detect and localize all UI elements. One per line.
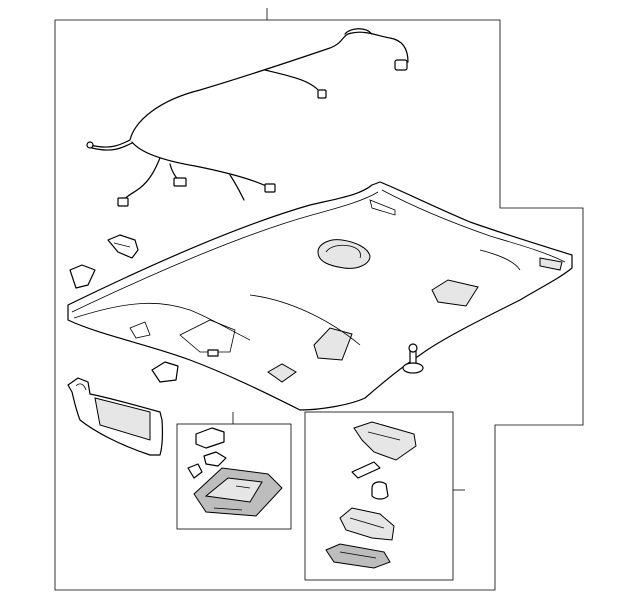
dome-lamp-assembly	[187, 427, 283, 517]
wiring-harness	[86, 28, 409, 207]
sun-visor	[67, 377, 163, 456]
main-frame	[54, 19, 584, 591]
push-pin-fastener	[402, 343, 424, 374]
dome-lamp-box	[176, 423, 292, 530]
console-assembly	[325, 421, 417, 569]
console-box	[304, 411, 454, 581]
headliner-panel	[67, 181, 573, 411]
visor-clip	[69, 264, 96, 289]
bracket	[107, 234, 139, 259]
retainer-clip	[151, 361, 179, 383]
sunroof-opening	[317, 239, 371, 269]
